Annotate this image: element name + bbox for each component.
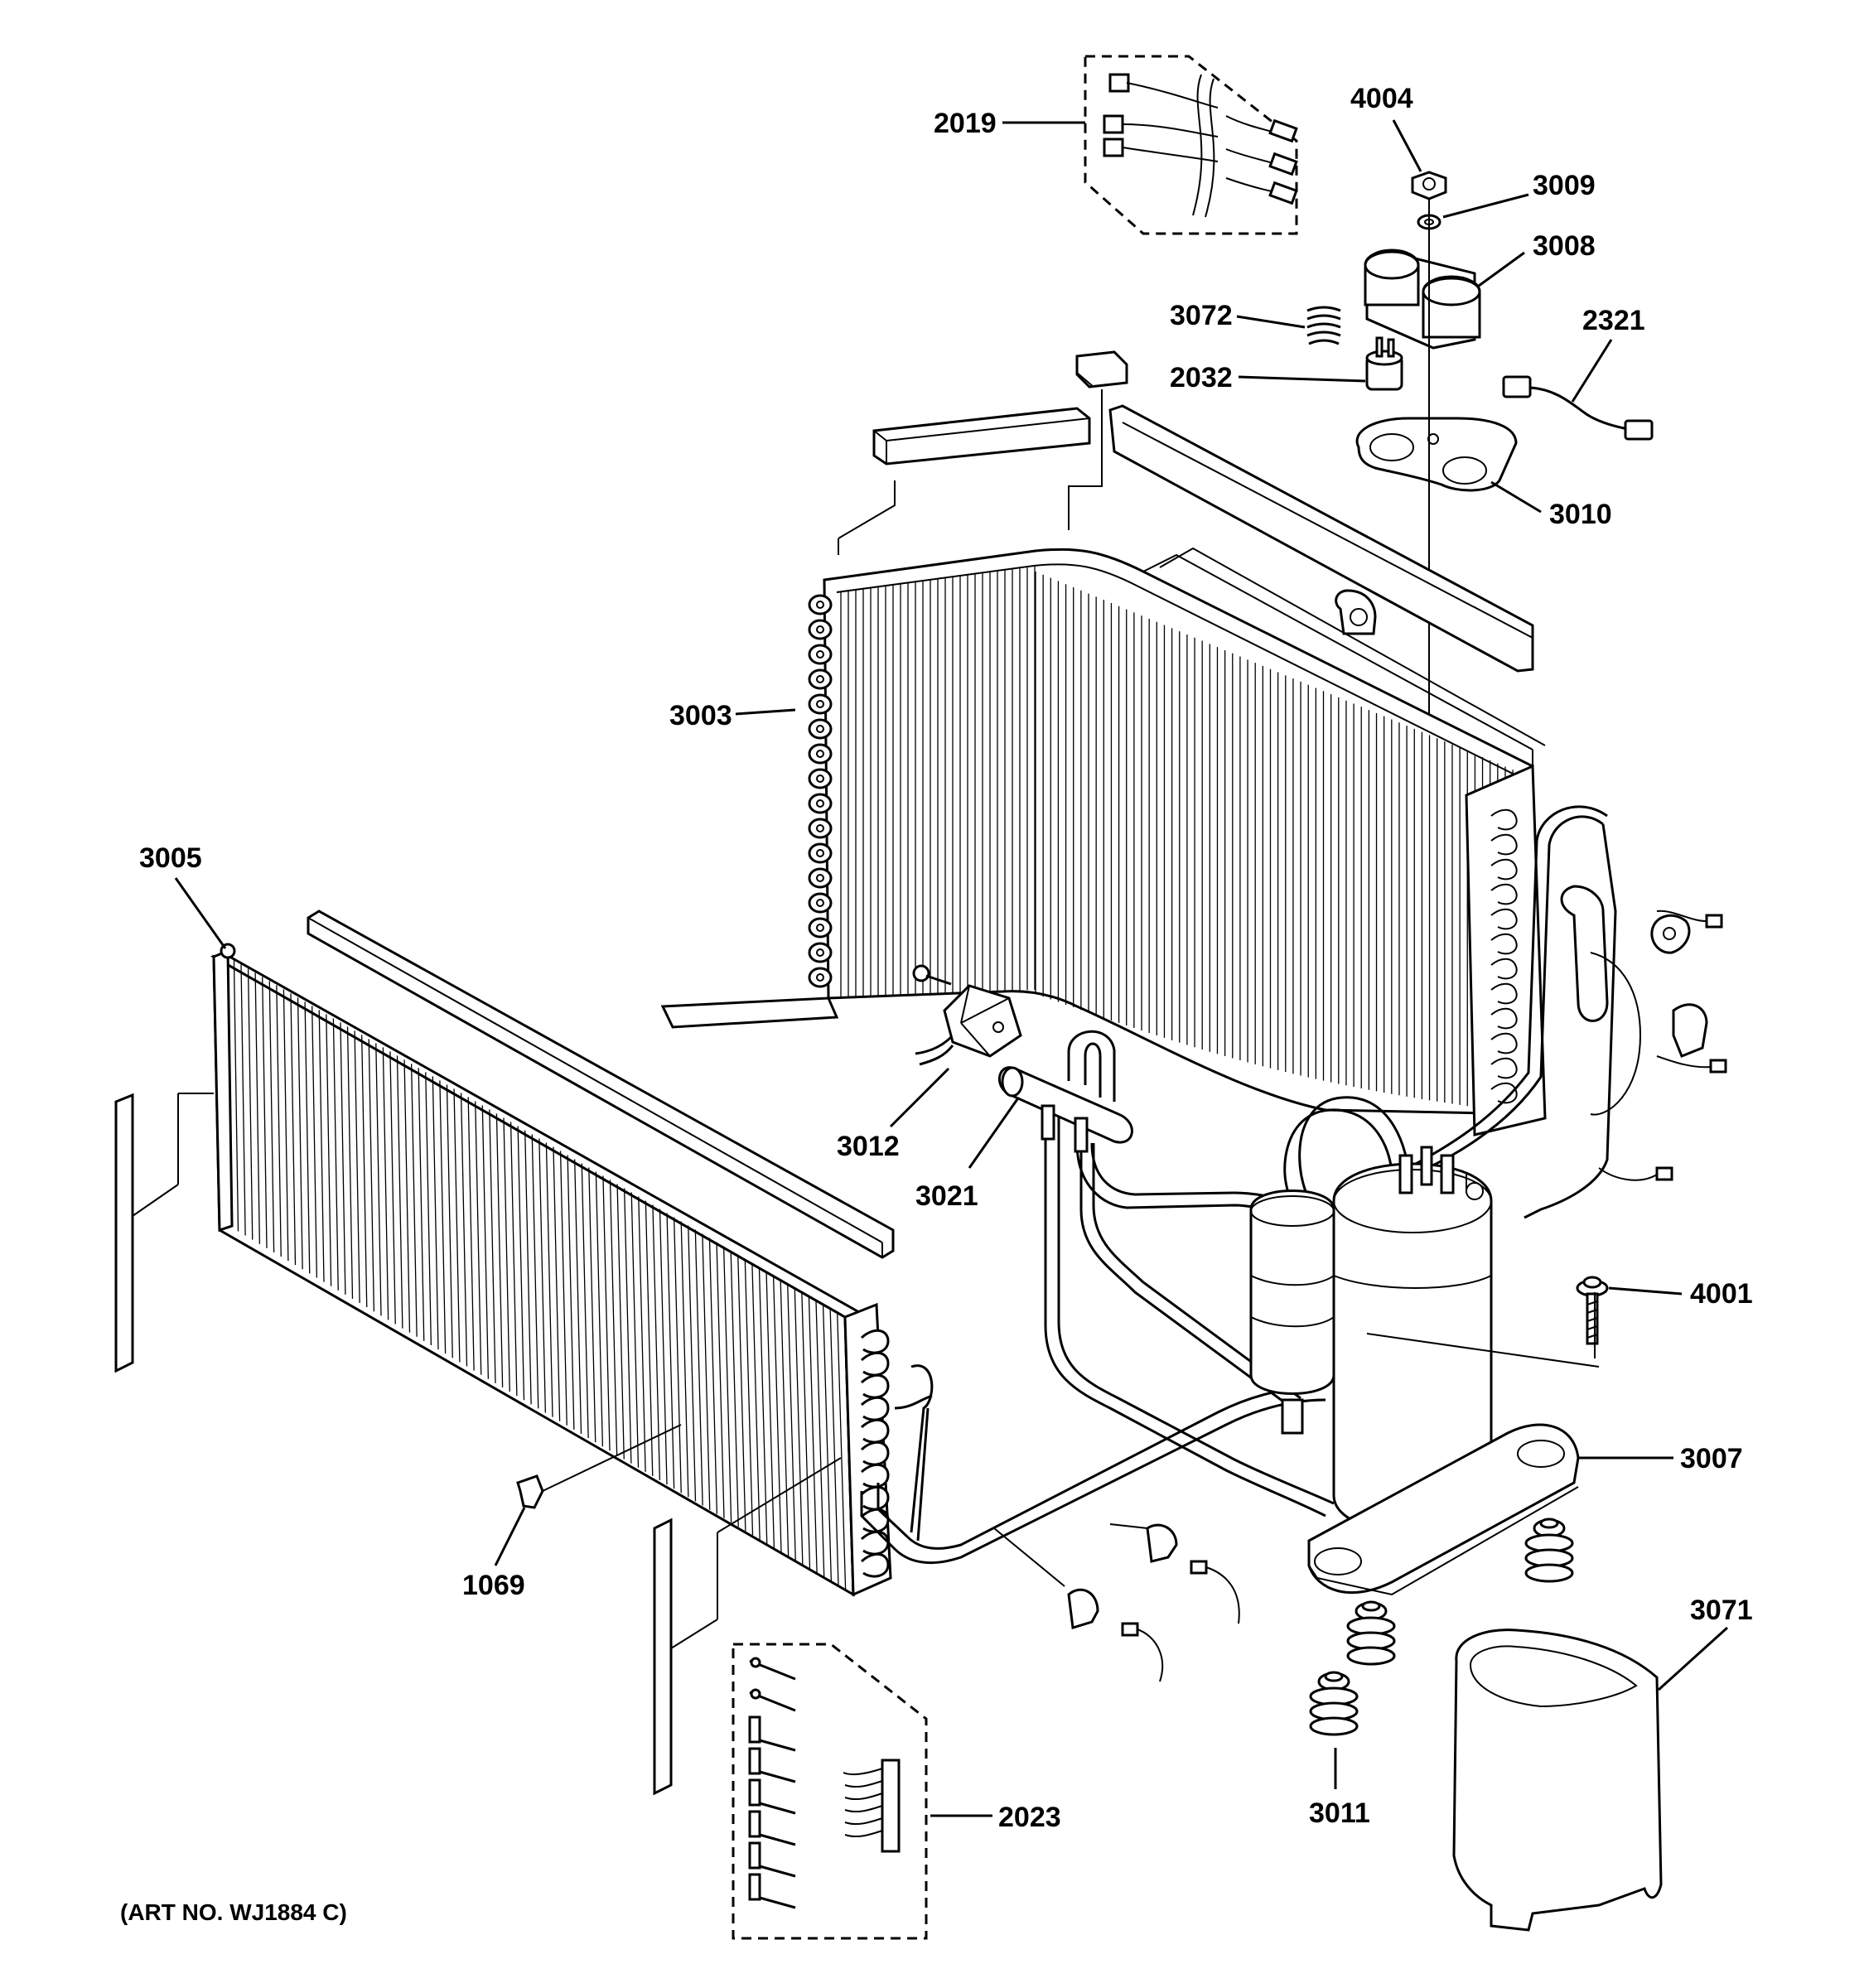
label-3011: 3011	[1309, 1797, 1370, 1829]
label-3007: 3007	[1680, 1443, 1743, 1474]
label-3008: 3008	[1533, 230, 1596, 262]
label-2019: 2019	[934, 108, 997, 139]
label-3009: 3009	[1533, 170, 1596, 201]
coil-3003-return-bends	[808, 594, 833, 988]
label-3005: 3005	[139, 842, 202, 874]
label-3072: 3072	[1170, 300, 1233, 331]
nut-4004	[1411, 171, 1447, 200]
compressor	[1332, 1146, 1493, 1534]
terminal-cap-2032	[1365, 336, 1403, 391]
label-3010: 3010	[1549, 499, 1612, 530]
label-2321: 2321	[1582, 305, 1645, 336]
spring-3072	[1306, 306, 1341, 345]
condenser-coil-3005	[210, 943, 892, 1597]
overload-protector-3008	[1364, 248, 1481, 350]
mounting-base-3007	[1307, 1423, 1580, 1596]
accumulator	[1249, 1189, 1335, 1435]
coil-3003-end-plate	[1465, 764, 1547, 1136]
shroud-3071	[1452, 1629, 1663, 1932]
label-4001: 4001	[1690, 1278, 1753, 1310]
bracket-3010	[1355, 417, 1518, 492]
screw-small	[912, 964, 952, 986]
leader-lines	[174, 119, 1729, 1817]
condenser-coil-3003	[808, 547, 1546, 1116]
grommets-3011	[1309, 1518, 1574, 1736]
small-connectors	[993, 885, 1727, 1682]
label-1069: 1069	[462, 1570, 525, 1601]
art-number: (ART NO. WJ1884 C)	[120, 1899, 347, 1925]
wire-2321	[1502, 375, 1654, 441]
terminal-kit-2023	[732, 1643, 928, 1940]
valve-coil-3012	[915, 984, 1022, 1066]
label-3003: 3003	[669, 700, 732, 731]
screw-4001	[1576, 1276, 1609, 1345]
wire-harness-2019	[1084, 55, 1298, 235]
part-labels: 2019 4004 3009 3008 3072 2321 2032 3010 …	[120, 83, 1753, 1925]
side-strips	[114, 1093, 842, 1796]
label-4004: 4004	[1350, 83, 1413, 114]
label-2023: 2023	[998, 1802, 1061, 1833]
label-3021: 3021	[915, 1180, 978, 1212]
label-2032: 2032	[1170, 362, 1233, 393]
reversing-valve-3021	[997, 1030, 1133, 1153]
clip-1069	[516, 1424, 682, 1509]
insulation-strips	[660, 350, 1534, 1029]
label-3012: 3012	[837, 1131, 900, 1162]
label-3071: 3071	[1690, 1595, 1753, 1626]
top-strip-3005	[307, 910, 895, 1259]
